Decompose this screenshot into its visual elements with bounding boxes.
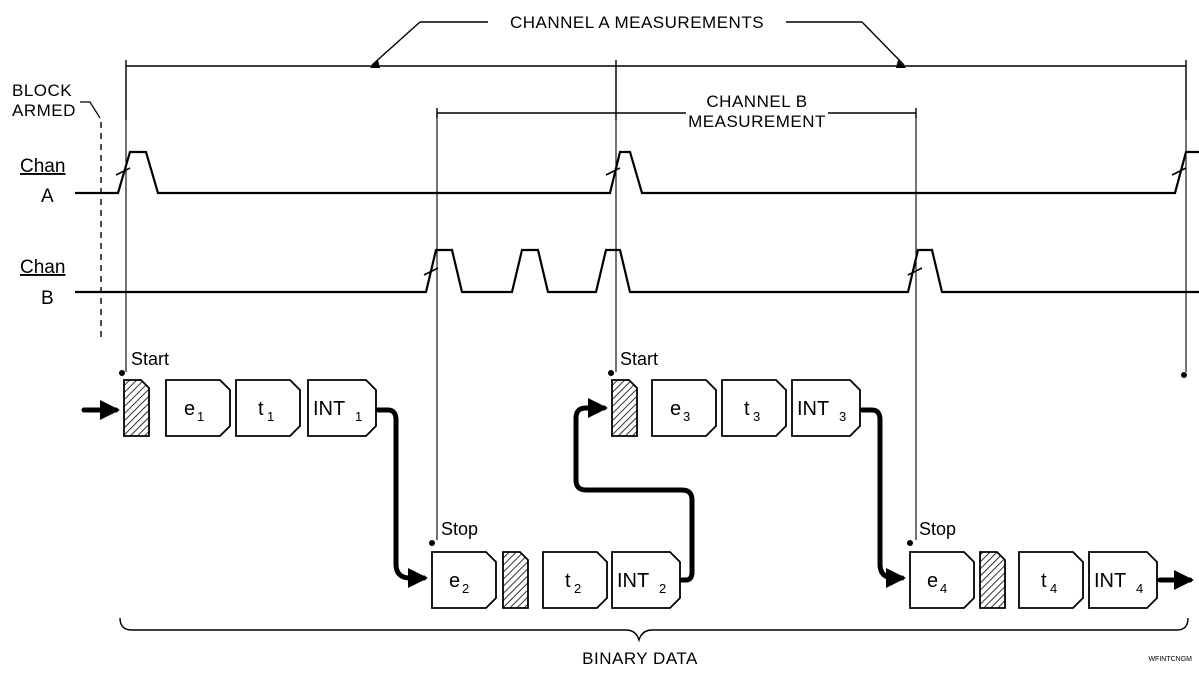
channel-b-bracket <box>436 108 917 118</box>
figure-tag: WFINTCNGM <box>1148 656 1192 663</box>
cell-t4-main: t <box>1041 570 1047 592</box>
cell-int4-sub: 4 <box>1136 581 1143 596</box>
chan-a-waveform <box>75 150 1199 195</box>
chan-b-label-bottom: B <box>41 288 54 309</box>
binary-data-label: BINARY DATA <box>582 649 698 668</box>
data-cell-hatched <box>611 379 638 437</box>
data-cell-int3 <box>791 379 861 437</box>
cell-e1-sub: 1 <box>197 409 204 424</box>
data-cell-t2 <box>542 551 608 609</box>
chan-b-trigger-ticks <box>423 267 923 276</box>
start-dot-2 <box>608 370 614 376</box>
binary-data-brace <box>119 617 1189 643</box>
block-armed-leader <box>80 101 101 119</box>
start-label-1: Start <box>131 349 169 369</box>
cell-t3-main: t <box>744 398 750 420</box>
data-cell-t1 <box>235 379 301 437</box>
chan-a-label-top: Chan <box>20 156 65 177</box>
data-cell-e1 <box>165 379 231 437</box>
stop-label-1: Stop <box>441 519 478 539</box>
reference-lines <box>125 66 1187 540</box>
cell-t2-main: t <box>565 570 571 592</box>
cell-e4-main: e <box>927 570 938 592</box>
cell-int1-sub: 1 <box>355 409 362 424</box>
cell-e2-sub: 2 <box>462 581 469 596</box>
channel-a-measurements-label: CHANNEL A MEASUREMENTS <box>510 13 764 32</box>
start-label-2: Start <box>620 349 658 369</box>
data-cell-e2 <box>431 551 497 609</box>
cell-int3-sub: 3 <box>839 409 846 424</box>
cell-t2-sub: 2 <box>574 581 581 596</box>
stop-label-2: Stop <box>919 519 956 539</box>
cell-t1-main: t <box>258 398 264 420</box>
end-dot <box>1181 372 1187 378</box>
cell-e3-main: e <box>670 398 681 420</box>
cell-t3-sub: 3 <box>753 409 760 424</box>
cell-int2-sub: 2 <box>659 581 666 596</box>
data-cell-hatched <box>979 551 1006 609</box>
cell-e2-main: e <box>449 570 460 592</box>
cell-int2-main: INT <box>617 570 649 592</box>
chan-b-label-top: Chan <box>20 257 65 278</box>
flow-arrows <box>81 398 1194 590</box>
cell-e4-sub: 4 <box>940 581 947 596</box>
chan-a-label-bottom: A <box>41 186 54 207</box>
data-cell-e3 <box>651 379 717 437</box>
block-armed-line1: BLOCK <box>12 81 72 100</box>
data-row-2a: e 2 t 2 INT 2 <box>431 551 681 609</box>
data-row-1b: e 3 t 3 INT 3 <box>611 379 861 437</box>
data-cell-t4 <box>1018 551 1084 609</box>
cell-int3-main: INT <box>797 398 829 420</box>
data-cell-int2 <box>611 551 681 609</box>
data-row-2b: e 4 t 4 INT 4 <box>909 551 1158 609</box>
stop-dot-1 <box>429 540 435 546</box>
data-cell-int4 <box>1088 551 1158 609</box>
data-cell-e4 <box>909 551 975 609</box>
data-cell-t3 <box>721 379 787 437</box>
channel-b-label-line2: MEASUREMENT <box>688 112 826 131</box>
start-dot-1 <box>119 370 125 376</box>
channel-b-label-line1: CHANNEL B <box>706 92 807 111</box>
chan-a-trigger-ticks <box>115 167 1187 176</box>
cell-int1-main: INT <box>313 398 345 420</box>
channel-a-right-arrow <box>896 60 906 68</box>
data-cell-hatched <box>502 551 529 609</box>
cell-e3-sub: 3 <box>683 409 690 424</box>
channel-a-bracket <box>125 21 1187 120</box>
cell-t1-sub: 1 <box>267 409 274 424</box>
cell-e1-main: e <box>184 398 195 420</box>
data-cell-int1 <box>307 379 377 437</box>
block-armed-line2: ARMED <box>12 101 76 120</box>
chan-b-waveform <box>75 248 1199 294</box>
data-row-1a: e 1 t 1 INT 1 <box>123 379 377 437</box>
cell-int4-main: INT <box>1094 570 1126 592</box>
data-cell-hatched <box>123 379 150 437</box>
stop-dot-2 <box>907 540 913 546</box>
channel-a-left-arrow <box>370 60 380 68</box>
cell-t4-sub: 4 <box>1050 581 1057 596</box>
